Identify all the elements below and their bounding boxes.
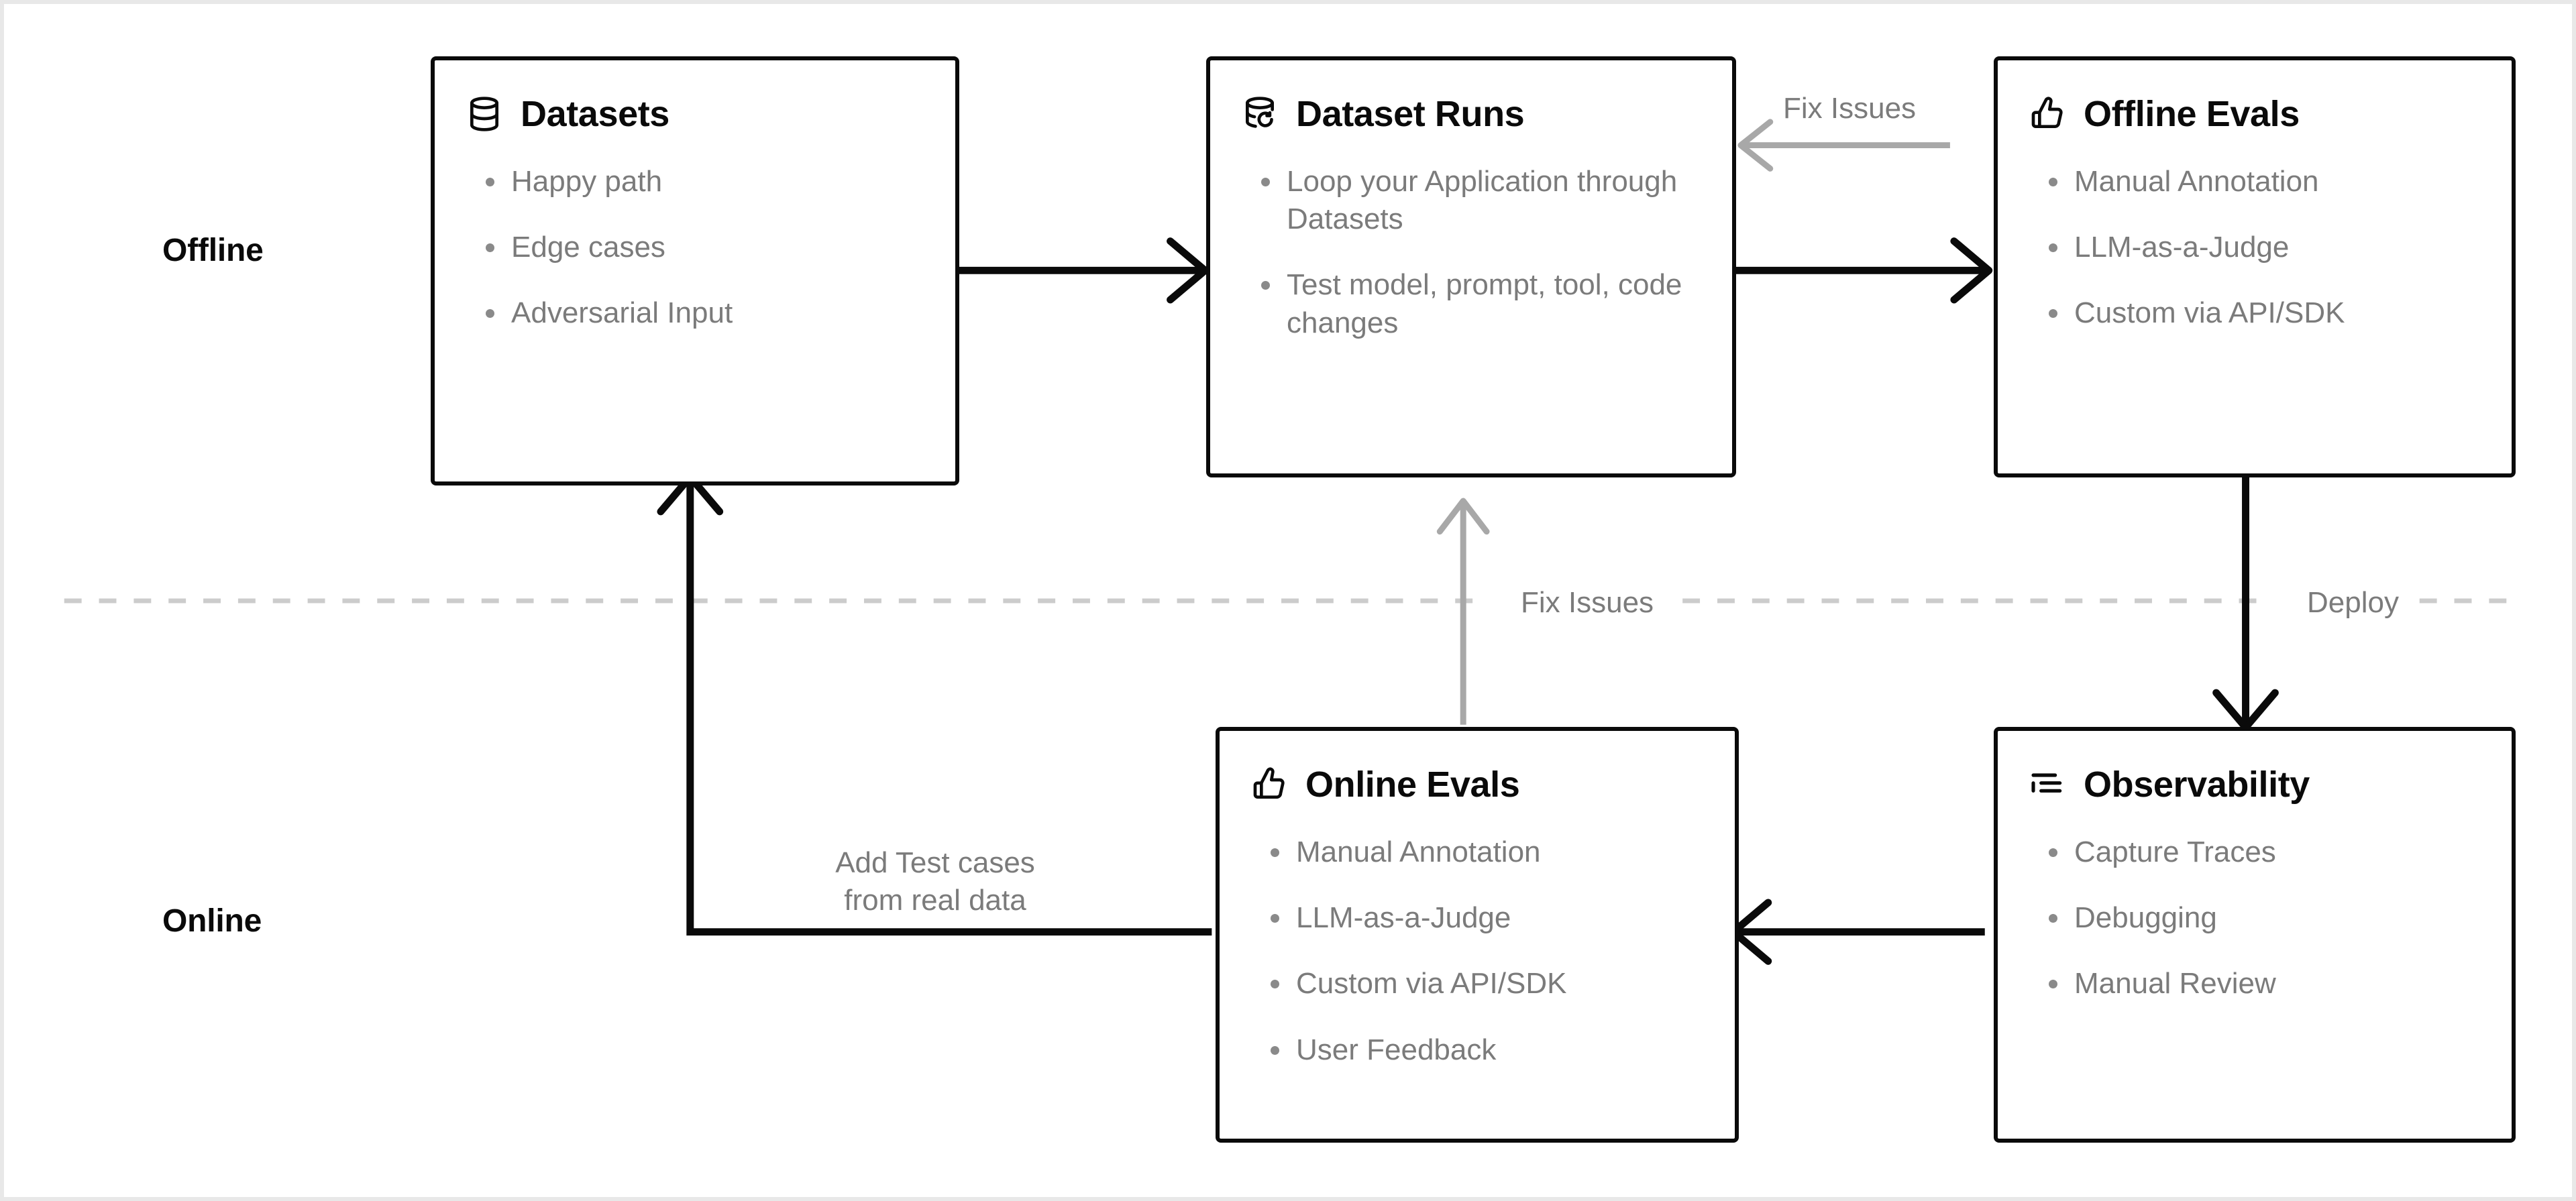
node-datasets-title: Datasets (521, 94, 669, 134)
database-refresh-icon (1246, 97, 1274, 128)
list-item: Edge cases (483, 229, 926, 266)
list-item: LLM-as-a-Judge (1268, 899, 1705, 937)
node-observability[interactable]: Observability Capture Traces Debugging M… (1994, 727, 2516, 1143)
list-item: Manual Review (2046, 965, 2482, 1003)
list-item: Manual Annotation (1268, 834, 1705, 871)
node-online-evals-list: Manual Annotation LLM-as-a-Judge Custom … (1220, 804, 1735, 1069)
thumbs-up-icon (1253, 767, 1285, 799)
node-online-evals-title: Online Evals (1305, 764, 1520, 805)
edge-dataset-runs-to-offline-evals (1729, 237, 1993, 304)
list-item: Happy path (483, 163, 926, 201)
edge-offline-evals-to-observability (2212, 473, 2279, 732)
edge-offline-evals-to-dataset-runs (1737, 119, 1950, 172)
list-item: Capture Traces (2046, 834, 2482, 871)
list-item: User Feedback (1268, 1031, 1705, 1069)
edge-observability-to-online-evals (1729, 899, 1985, 965)
add-test-cases-line-2: from real data (844, 884, 1026, 917)
node-datasets-list: Happy path Edge cases Adversarial Input (435, 133, 955, 333)
edge-datasets-to-dataset-runs (956, 237, 1209, 304)
list-item: Custom via API/SDK (1268, 965, 1705, 1003)
list-item: Custom via API/SDK (2046, 294, 2482, 332)
node-offline-evals-title: Offline Evals (2084, 94, 2300, 134)
node-offline-evals[interactable]: Offline Evals Manual Annotation LLM-as-a… (1994, 56, 2516, 477)
thumbs-up-icon (2031, 97, 2063, 129)
list-item: Manual Annotation (2046, 163, 2482, 201)
add-test-cases-line-1: Add Test cases (835, 846, 1035, 879)
lane-label-offline: Offline (162, 233, 264, 268)
edge-label-add-test-cases: Add Test cases from real data (814, 844, 1056, 920)
list-item: Debugging (2046, 899, 2482, 937)
edge-online-evals-to-dataset-runs (1436, 498, 1490, 725)
lane-label-online: Online (162, 903, 262, 939)
edge-label-deploy: Deploy (2295, 584, 2411, 622)
list-item: LLM-as-a-Judge (2046, 229, 2482, 266)
node-dataset-runs-list: Loop your Application through Datasets T… (1210, 133, 1732, 342)
list-item: Test model, prompt, tool, code changes (1258, 266, 1703, 342)
node-offline-evals-header: Offline Evals (1998, 60, 2512, 133)
node-observability-list: Capture Traces Debugging Manual Review (1998, 804, 2512, 1003)
node-online-evals-header: Online Evals (1220, 731, 1735, 804)
node-dataset-runs[interactable]: Dataset Runs Loop your Application throu… (1206, 56, 1736, 477)
node-observability-header: Observability (1998, 731, 2512, 804)
node-datasets-header: Datasets (435, 60, 955, 133)
database-icon (470, 97, 498, 132)
connector-layer (64, 119, 2519, 965)
node-observability-title: Observability (2084, 764, 2310, 805)
node-offline-evals-list: Manual Annotation LLM-as-a-Judge Custom … (1998, 133, 2512, 333)
node-datasets[interactable]: Datasets Happy path Edge cases Adversari… (431, 56, 959, 485)
node-dataset-runs-header: Dataset Runs (1210, 60, 1732, 133)
list-tree-icon (2031, 773, 2062, 793)
list-item: Adversarial Input (483, 294, 926, 332)
edge-label-fix-issues-top: Fix Issues (1783, 90, 1917, 128)
node-dataset-runs-title: Dataset Runs (1296, 94, 1525, 134)
edge-label-fix-issues-middle: Fix Issues (1509, 584, 1666, 622)
node-online-evals[interactable]: Online Evals Manual Annotation LLM-as-a-… (1216, 727, 1739, 1143)
list-item: Loop your Application through Datasets (1258, 163, 1703, 239)
